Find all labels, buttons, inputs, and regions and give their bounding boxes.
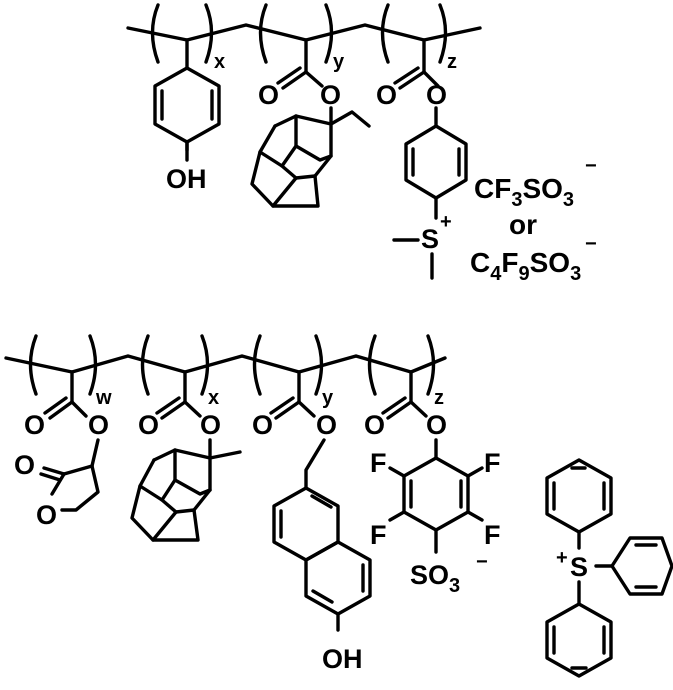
polymer-2-ester-o-x: O [200, 410, 221, 440]
polymer-2-bracket-y-open [252, 334, 262, 396]
polymer-2-bracket-x-close [200, 334, 210, 396]
polymer-2-carbonyl-o-x: O [138, 410, 159, 440]
polymer-2-lactone-carbonyl-o: O [14, 450, 35, 480]
polymer-2-fluorine-bottom-right: F [484, 520, 501, 550]
polymer-2: w x y z O O O O O O [4, 334, 673, 678]
polymer-1-ester-o-y: O [320, 80, 341, 110]
polymer-2-sulfonate-group: SO3 [410, 560, 460, 597]
polymer-2-fluorine-top-right: F [484, 448, 501, 478]
polymer-1-anion-1-charge: − [585, 155, 597, 177]
polymer-2-unit-z-tetrafluorophenyl-sulfonate-ester: O O F F F F SO3 − [364, 370, 501, 597]
polymer-2-bracket-w-close [88, 334, 98, 396]
polymer-2-bracket-w-open [28, 334, 38, 396]
polymer-1-subscript-x: x [214, 51, 225, 73]
polymer-1-hydroxyl-label: OH [166, 164, 207, 194]
svg-text:CF3SO3: CF3SO3 [474, 173, 574, 211]
polymer-2-ester-o-y: O [316, 410, 337, 440]
polymer-1-backbone [126, 23, 482, 42]
polymer-2-subscript-y: y [322, 387, 334, 409]
polymer-1-anion-2-charge: − [585, 233, 597, 255]
polymer-2-bracket-z-close [426, 334, 436, 396]
polymer-2-subscript-z: z [434, 387, 444, 409]
polymer-1-or-label: or [509, 209, 537, 240]
polymer-2-carbonyl-o-w: O [24, 410, 45, 440]
polymer-2-bracket-z-open [367, 334, 377, 396]
polymer-2-subscript-x: x [208, 387, 219, 409]
polymer-1-subscript-z: z [447, 51, 457, 73]
polymer-1-carbonyl-o-z: O [376, 80, 397, 110]
polymer-2-bracket-y-close [314, 334, 324, 396]
polymer-1-anion-triflate: CF3SO3 − [474, 155, 597, 211]
polymer-2-fluorine-bottom-left: F [370, 520, 387, 550]
polymer-2-cation-charge: + [556, 547, 568, 569]
polymer-1: x y z OH O O [126, 3, 597, 285]
polymer-1-bracket-x-open [150, 3, 160, 64]
polymer-2-bracket-x-open [140, 334, 150, 396]
polymer-1-bracket-y-open [258, 3, 268, 64]
polymer-2-ester-o-w: O [88, 410, 109, 440]
polymer-2-naphthol-oh: OH [322, 644, 363, 674]
polymer-1-unit-x-hydroxyphenyl: OH [153, 38, 221, 194]
polymer-1-bracket-x-close [204, 3, 214, 64]
polymer-1-ester-o-z: O [426, 80, 447, 110]
polymer-1-unit-y-ethyladamantyl-ester: O O [250, 38, 371, 208]
polymer-2-unit-y-hydroxynaphthyl-ester: O O OH [252, 370, 372, 674]
polymer-2-cation-s: S [570, 552, 588, 582]
polymer-2-unit-w-lactone-ester: O O O O [14, 370, 109, 530]
polymer-2-lactone-ring-o: O [36, 500, 57, 530]
polymer-2-carbonyl-o-y: O [252, 410, 273, 440]
polymer-1-anion-nonaflate: C4F9SO3 − [470, 233, 597, 285]
polymer-2-fluorine-top-left: F [370, 448, 387, 478]
polymer-2-subscript-w: w [95, 387, 112, 409]
polymer-1-sulfonium-charge: + [440, 211, 452, 233]
polymer-2-triphenylsulfonium-cation: S + [545, 458, 673, 678]
polymer-1-sulfonium-s: S [421, 224, 439, 254]
polymer-1-subscript-y: y [333, 51, 345, 73]
polymer-1-bracket-z-open [380, 3, 390, 64]
polymer-2-ester-o-z: O [426, 410, 447, 440]
polymer-1-unit-z-sulfonium-aryl-ester: O O S + [376, 38, 468, 280]
svg-text:C4F9SO3: C4F9SO3 [470, 247, 581, 285]
polymer-2-carbonyl-o-z: O [364, 410, 385, 440]
polymer-2-unit-x-methyladamantyl-ester: O O [130, 370, 242, 542]
polymer-2-backbone [4, 354, 447, 374]
polymer-1-carbonyl-o-y: O [258, 80, 279, 110]
polymer-1-bracket-z-close [438, 3, 448, 64]
polymer-2-sulfonate-charge: − [476, 551, 488, 573]
polymer-1-bracket-y-close [324, 3, 334, 64]
